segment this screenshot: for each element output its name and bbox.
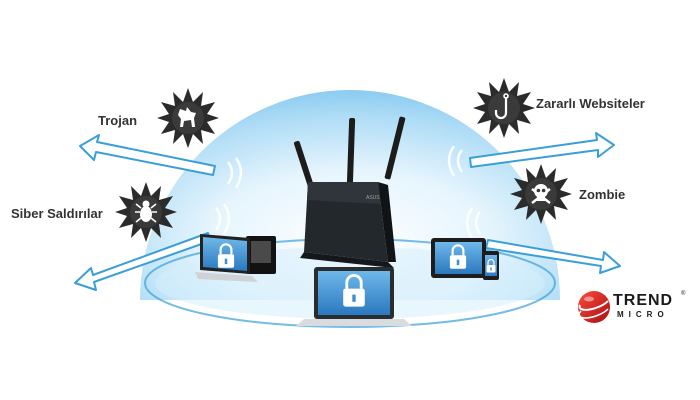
registered-mark: ® [681, 291, 686, 297]
threat-label-zombie: Zombie [579, 187, 626, 202]
threat-label-trojan: Trojan [98, 113, 138, 128]
arrow-icon [469, 132, 615, 168]
brand-line-1: TREND [613, 292, 674, 309]
hook-icon [473, 78, 535, 138]
trojan-horse-icon [157, 88, 219, 148]
phone-icon [483, 251, 499, 280]
wave-icon [214, 145, 482, 239]
brand-line-2: MICRO [617, 310, 669, 319]
laptop-icon [296, 267, 412, 326]
tablet-icon [431, 238, 486, 278]
trend-micro-brand: TREND MICRO ® [577, 289, 687, 325]
threat-label-cyber-attacks: Siber Saldırılar [11, 206, 103, 221]
bug-icon [115, 182, 177, 242]
trend-micro-logo-icon [578, 291, 610, 323]
skull-icon [510, 164, 572, 224]
arrow-icon [79, 134, 216, 176]
router-brand-label: ASUS [366, 195, 380, 201]
router-icon [294, 116, 406, 268]
laptop-icon [195, 234, 276, 282]
arrow-icon [74, 232, 211, 291]
arrow-icon [485, 239, 621, 274]
threat-label-malicious-sites: Zararlı Websiteler [536, 96, 645, 111]
